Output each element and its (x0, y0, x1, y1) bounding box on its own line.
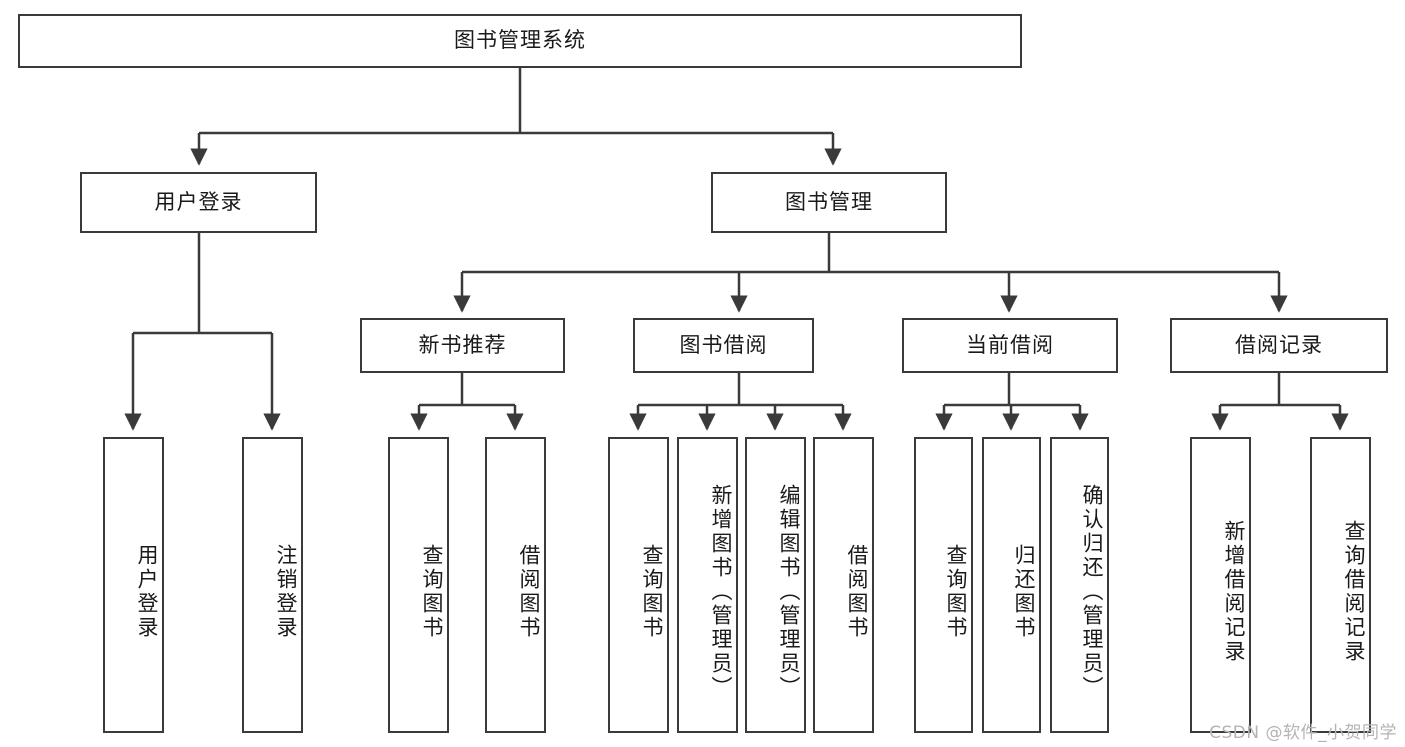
node-new-book-recommend-label: 新书推荐 (418, 332, 507, 357)
leaf-borrow-query-book-label: 查询图书 (640, 544, 664, 640)
leaf-record-query[interactable]: 查询借阅记录 (1310, 437, 1371, 733)
leaf-borrow-add-book-label: 新增图书（管理员） (709, 484, 733, 700)
leaf-current-return-book[interactable]: 归还图书 (982, 437, 1041, 733)
leaf-borrow-query-book[interactable]: 查询图书 (608, 437, 669, 733)
node-borrow-record-label: 借阅记录 (1235, 332, 1323, 357)
leaf-new-book-borrow[interactable]: 借阅图书 (485, 437, 546, 733)
leaf-new-book-query[interactable]: 查询图书 (388, 437, 449, 733)
leaf-user-login-signin[interactable]: 用户登录 (103, 437, 164, 733)
leaf-current-confirm-return-label: 确认归还（管理员） (1080, 484, 1104, 700)
node-borrow-record[interactable]: 借阅记录 (1170, 318, 1388, 373)
node-user-login-label: 用户登录 (154, 189, 243, 214)
node-current-borrow[interactable]: 当前借阅 (902, 318, 1118, 373)
leaf-new-book-borrow-label: 借阅图书 (517, 544, 541, 640)
leaf-borrow-borrow-book[interactable]: 借阅图书 (813, 437, 874, 733)
node-root[interactable]: 图书管理系统 (18, 14, 1022, 68)
node-new-book-recommend[interactable]: 新书推荐 (360, 318, 565, 373)
leaf-new-book-query-label: 查询图书 (420, 544, 444, 640)
node-book-management[interactable]: 图书管理 (711, 172, 947, 233)
node-book-borrow[interactable]: 图书借阅 (633, 318, 814, 373)
leaf-current-return-book-label: 归还图书 (1012, 544, 1036, 640)
node-book-management-label: 图书管理 (785, 189, 873, 214)
node-root-label: 图书管理系统 (454, 28, 586, 53)
leaf-borrow-edit-book-label: 编辑图书（管理员） (777, 484, 801, 700)
leaf-current-query-book[interactable]: 查询图书 (914, 437, 973, 733)
leaf-current-query-book-label: 查询图书 (944, 544, 968, 640)
leaf-record-query-label: 查询借阅记录 (1342, 520, 1366, 664)
leaf-user-login-signout[interactable]: 注销登录 (242, 437, 303, 733)
node-current-borrow-label: 当前借阅 (966, 332, 1054, 357)
leaf-borrow-add-book[interactable]: 新增图书（管理员） (677, 437, 738, 733)
leaf-current-confirm-return[interactable]: 确认归还（管理员） (1050, 437, 1109, 733)
leaf-borrow-edit-book[interactable]: 编辑图书（管理员） (745, 437, 806, 733)
leaf-borrow-borrow-book-label: 借阅图书 (845, 544, 869, 640)
node-user-login[interactable]: 用户登录 (80, 172, 317, 233)
leaf-record-add-label: 新增借阅记录 (1222, 520, 1246, 664)
node-book-borrow-label: 图书借阅 (679, 332, 768, 357)
watermark: CSDN @软件_小贺同学 (1209, 723, 1397, 743)
leaf-record-add[interactable]: 新增借阅记录 (1190, 437, 1251, 733)
leaf-user-login-signout-label: 注销登录 (274, 544, 298, 640)
leaf-user-login-signin-label: 用户登录 (135, 544, 159, 640)
